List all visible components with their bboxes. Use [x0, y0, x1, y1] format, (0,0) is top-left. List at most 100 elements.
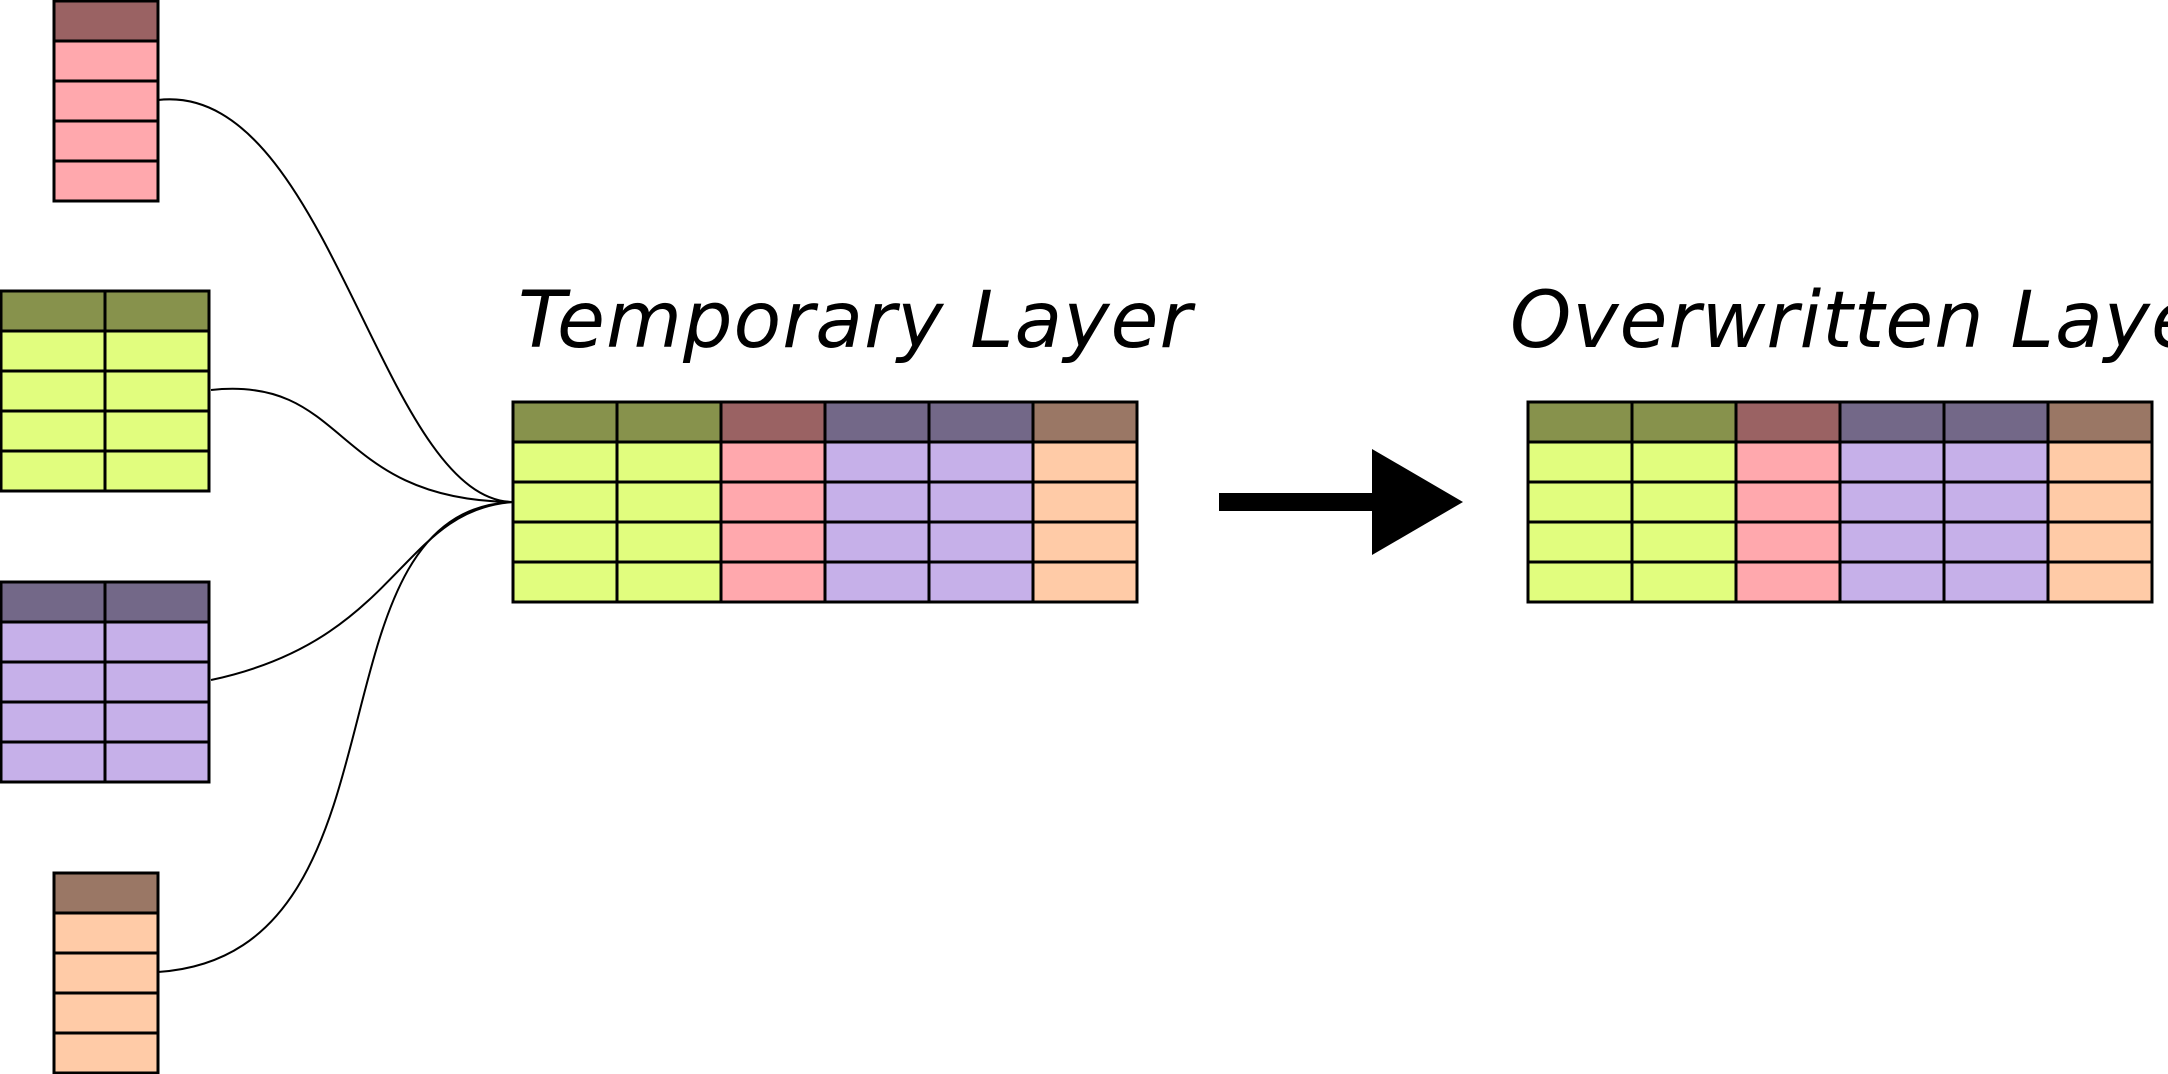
temporary-layer-title: Temporary Layer [518, 276, 1193, 366]
pink-source-table-cell [52, 79, 160, 123]
temporary-layer-cell [823, 560, 931, 604]
orange-source-table-cell [52, 911, 160, 955]
overwritten-layer-cell [1942, 480, 2050, 524]
green-source-table-cell [0, 449, 107, 493]
temporary-layer-cell [927, 440, 1035, 484]
overwritten-layer-cell [1630, 440, 1738, 484]
green-source-table [0, 289, 211, 493]
temporary-layer-cell [719, 560, 827, 604]
overwritten-layer-cell [2046, 520, 2154, 564]
overwritten-layer-cell [1838, 480, 1946, 524]
source-tables [0, 0, 211, 1074]
connector-line [157, 98, 514, 503]
pink-source-table-cell [52, 159, 160, 203]
purple-source-table-cell [0, 700, 107, 744]
temporary-layer-cell [1031, 560, 1139, 604]
temporary-layer-cell [823, 520, 931, 564]
temporary-layer-cell [927, 560, 1035, 604]
temporary-layer-header-cell [511, 400, 619, 444]
overwritten-layer-cell [2046, 560, 2154, 604]
overwritten-layer-header-cell [1942, 400, 2050, 444]
temporary-layer-cell [1031, 480, 1139, 524]
temporary-layer-cell [927, 520, 1035, 564]
orange-source-table-cell [52, 951, 160, 995]
overwritten-layer-cell [1630, 560, 1738, 604]
pink-source-table [52, 0, 160, 203]
overwritten-layer-cell [1526, 440, 1634, 484]
temporary-layer-cell [615, 520, 723, 564]
overwritten-layer-cell [1838, 560, 1946, 604]
temporary-layer-cell [823, 440, 931, 484]
temporary-layer-cell [719, 480, 827, 524]
overwritten-layer-table [1526, 400, 2154, 604]
temporary-layer-cell [615, 440, 723, 484]
pink-source-table-cell [52, 119, 160, 163]
temporary-layer-header-cell [1031, 400, 1139, 444]
green-source-table-cell [103, 369, 211, 413]
temporary-layer-cell [823, 480, 931, 524]
green-source-table-cell [0, 369, 107, 413]
overwritten-layer-cell [1942, 520, 2050, 564]
overwritten-layer-header-cell [1526, 400, 1634, 444]
temporary-layer-cell [511, 480, 619, 524]
overwritten-layer-cell [1942, 440, 2050, 484]
arrow-head [1372, 449, 1463, 555]
purple-source-table-cell [103, 660, 211, 704]
overwritten-layer-cell [1630, 520, 1738, 564]
pink-source-table-cell [52, 39, 160, 83]
purple-source-table-cell [0, 620, 107, 664]
temporary-layer-header-cell [615, 400, 723, 444]
pink-source-table-header-cell [52, 0, 160, 43]
overwritten-layer-cell [1942, 560, 2050, 604]
green-source-table-header-cell [0, 289, 107, 333]
purple-source-table-cell [0, 740, 107, 784]
purple-source-table-cell [103, 700, 211, 744]
overwritten-layer-header-cell [1630, 400, 1738, 444]
overwritten-layer-header-cell [1734, 400, 1842, 444]
temporary-layer-cell [1031, 440, 1139, 484]
overwritten-layer-cell [2046, 480, 2154, 524]
purple-source-table [0, 580, 211, 784]
green-source-table-header-cell [103, 289, 211, 333]
temporary-layer-cell [511, 560, 619, 604]
overwritten-layer-cell [1526, 480, 1634, 524]
temporary-layer-header-cell [927, 400, 1035, 444]
temporary-layer-cell [719, 440, 827, 484]
temporary-layer-cell [1031, 520, 1139, 564]
overwritten-layer-header-cell [1838, 400, 1946, 444]
overwritten-layer-cell [1630, 480, 1738, 524]
purple-source-table-cell [0, 660, 107, 704]
overwritten-layer-header-cell [2046, 400, 2154, 444]
orange-source-table-cell [52, 1031, 160, 1074]
temporary-layer-cell [927, 480, 1035, 524]
overwritten-layer-cell [1734, 560, 1842, 604]
temporary-layer-cell [615, 480, 723, 524]
overwritten-layer-cell [2046, 440, 2154, 484]
green-source-table-cell [103, 409, 211, 453]
temporary-layer-table [511, 400, 1139, 604]
connector-line [157, 501, 514, 973]
overwritten-layer-cell [1838, 440, 1946, 484]
arrow-shaft [1219, 493, 1375, 511]
temporary-layer-header-cell [823, 400, 931, 444]
overwritten-layer-cell [1734, 480, 1842, 524]
orange-source-table-cell [52, 991, 160, 1035]
green-source-table-cell [103, 329, 211, 373]
green-source-table-cell [0, 329, 107, 373]
temporary-layer-header-cell [719, 400, 827, 444]
overwritten-layer-cell [1526, 560, 1634, 604]
orange-source-table-header-cell [52, 871, 160, 915]
overwritten-layer-title: Overwritten Layer [1510, 276, 2168, 366]
purple-source-table-header-cell [103, 580, 211, 624]
green-source-table-cell [103, 449, 211, 493]
connector-line [210, 501, 514, 681]
temporary-layer-cell [615, 560, 723, 604]
temporary-layer-cell [511, 440, 619, 484]
green-source-table-cell [0, 409, 107, 453]
temporary-layer-cell [719, 520, 827, 564]
temporary-layer-cell [511, 520, 619, 564]
overwritten-layer-cell [1838, 520, 1946, 564]
overwritten-layer-cell [1734, 440, 1842, 484]
connector-line [210, 387, 514, 503]
